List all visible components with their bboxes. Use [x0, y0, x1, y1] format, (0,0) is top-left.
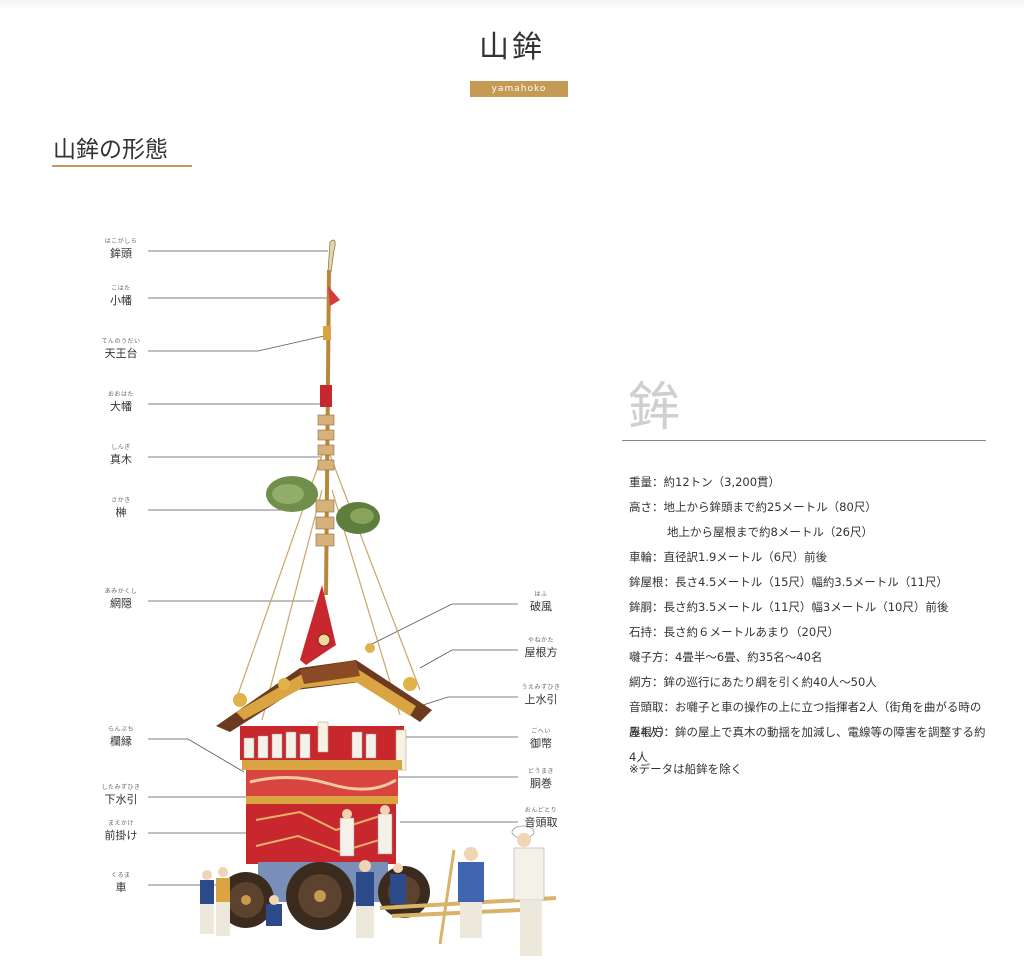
- label-uemizuhiki: うえみずひき 上水引: [521, 684, 561, 706]
- spec-tsunakata: 綱方：鉾の巡行にあたり綱を引く約40人〜50人: [629, 675, 877, 689]
- top-shadow: [0, 0, 1024, 10]
- leader-lines-right: [371, 603, 518, 823]
- label-tennodai: てんのうだい 天王台: [101, 338, 141, 360]
- label-hokogashira: はこがしら 鉾頭: [104, 238, 138, 260]
- hoko-kanji-heading: 鉾: [628, 378, 681, 438]
- tenno-dai: [323, 326, 331, 340]
- label-oohata: おおはた 大幡: [108, 391, 134, 413]
- people: [200, 825, 545, 956]
- label-doumaki: どうまき 胴巻: [527, 768, 554, 790]
- roof-ornaments: [233, 643, 417, 707]
- leader-lines-left: [148, 250, 330, 886]
- spec-yanekata: 屋根方：鉾の屋上で真木の動揺を加減し、電線等の障害を調整する約4人: [629, 725, 986, 764]
- label-shingi: しんぎ 真木: [110, 444, 132, 466]
- label-kuruma: くるま 車: [111, 872, 131, 894]
- label-sakaki: さかき 榊: [111, 497, 131, 519]
- spec-height-roof: 地上から屋根まで約8メートル（26尺）: [667, 525, 873, 539]
- small-banner: [328, 286, 340, 306]
- ranbuchi: [242, 760, 402, 770]
- spec-hayashikata: 囃子方：4畳半〜6畳、約35名〜40名: [629, 650, 823, 664]
- label-amikakushi: あみかくし 網隠: [104, 588, 138, 610]
- spec-note: ※データは船鉾を除く: [629, 762, 743, 776]
- spec-body-size: 鉾胴：長さ約3.5メートル（11尺）幅3メートル（10尺）前後: [629, 600, 949, 614]
- float-roof: [216, 660, 432, 732]
- musicians: [243, 731, 377, 759]
- section-underline: [52, 165, 192, 167]
- spec-roof-size: 鉾屋根：長さ4.5メートル（15尺）幅約3.5メートル（11尺）: [629, 575, 948, 589]
- amikakushi: [300, 585, 336, 665]
- mast-head-blade: [327, 239, 336, 273]
- label-ranbuchi: らんぶち 欄縁: [107, 726, 135, 748]
- page-title: 山鉾: [479, 30, 545, 65]
- ondotori-figures: [339, 805, 393, 857]
- shita-mizuhiki: [246, 796, 398, 804]
- label-ondotori: おんどとり 音頭取: [524, 807, 558, 829]
- spec-list: 重量：約12トン（3,200貫） 高さ：地上から鉾頭まで約25メートル（80尺）…: [629, 470, 989, 782]
- label-shitamizuhiki: したみずひき 下水引: [101, 784, 141, 806]
- label-gohei: ごへい 御幣: [530, 728, 552, 750]
- spec-ishimochi: 石持：長さ約６メートルあまり（20尺）: [629, 625, 840, 639]
- label-hafu: はふ 破風: [530, 591, 552, 613]
- section-title: 山鉾の形態: [53, 137, 168, 163]
- spec-height-top: 高さ：地上から鉾頭まで約25メートル（80尺）: [629, 500, 877, 514]
- shingi-wrap: [315, 414, 335, 547]
- title-badge: yamahoko: [470, 81, 568, 97]
- maekake: [246, 804, 396, 864]
- label-maekake: まえかけ 前掛け: [104, 820, 138, 842]
- spec-wheel: 車輪：直径訳1.9メートル（6尺）前後: [629, 550, 828, 564]
- label-yanekata: やねかた 屋根方: [524, 637, 558, 659]
- large-banner: [320, 385, 332, 407]
- label-kohata: こはた 小幡: [110, 285, 132, 307]
- spec-weight: 重量：約12トン（3,200貫）: [629, 475, 781, 489]
- spec-divider: [622, 440, 986, 441]
- spec-ondotori: 音頭取：お囃子と車の操作の上に立つ指揮者2人（街角を曲がる時のみ4人）: [629, 700, 982, 739]
